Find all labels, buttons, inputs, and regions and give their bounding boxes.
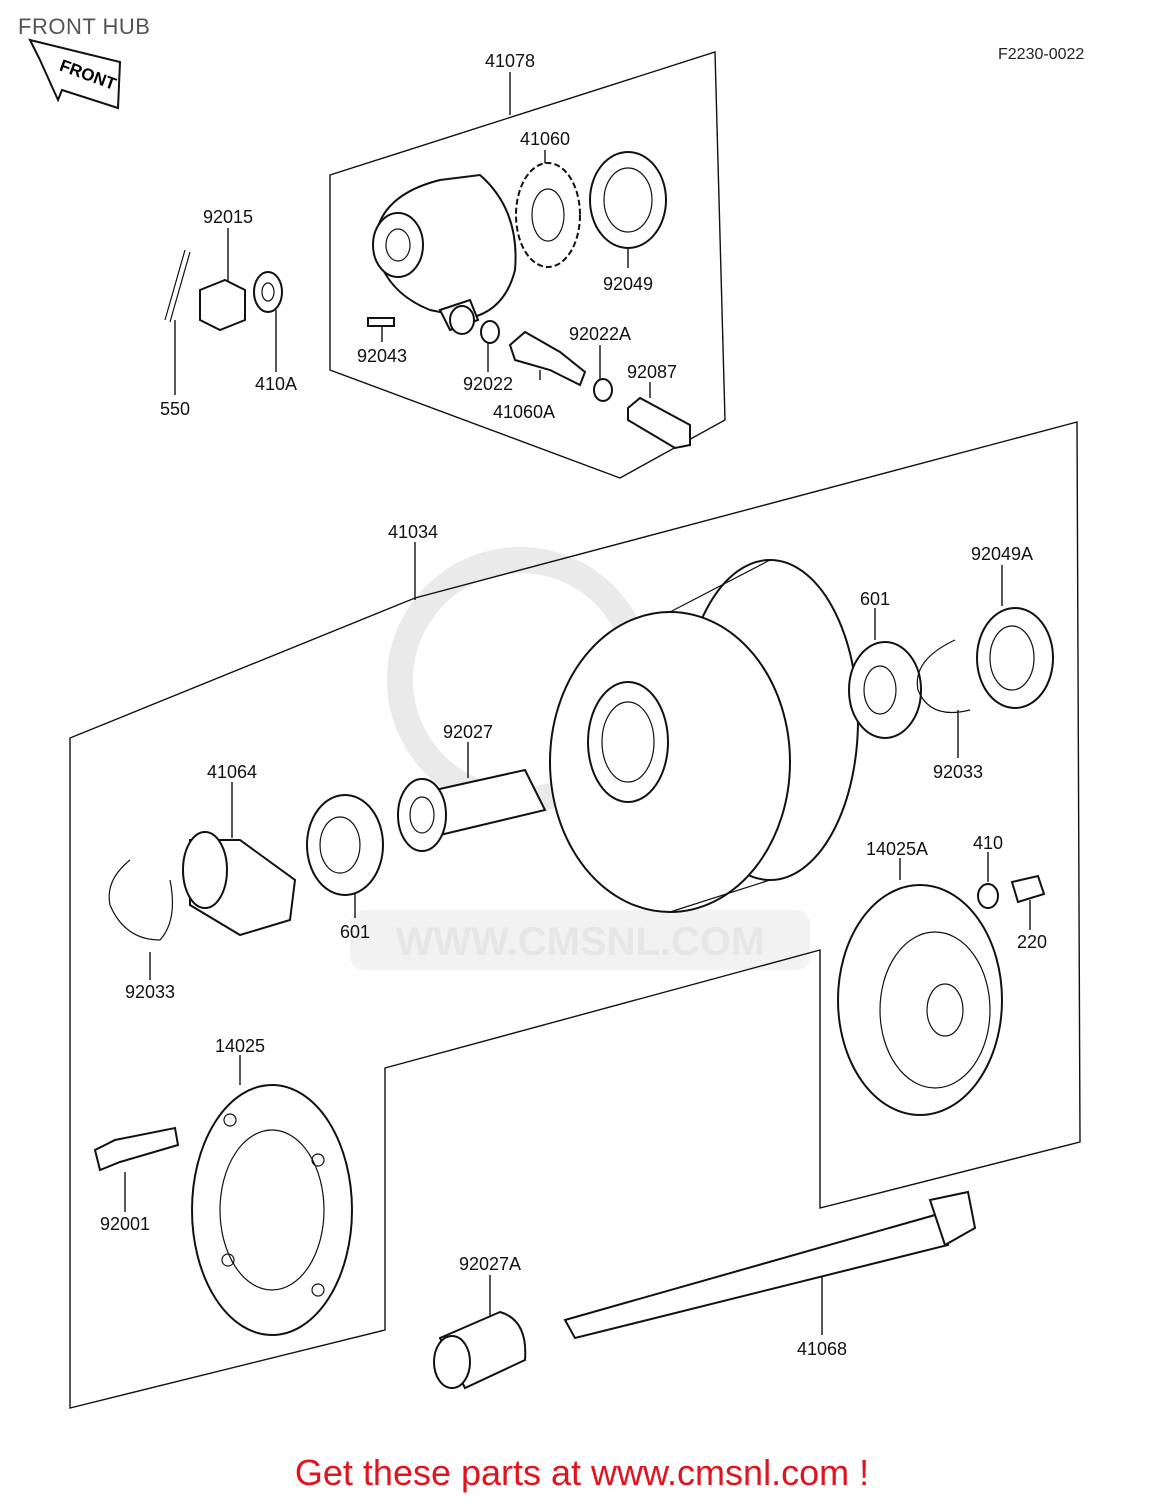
bushing-92087-part: [627, 396, 691, 450]
cotter-pin-550-part: [164, 249, 191, 323]
bearing-601-left-part: [306, 794, 384, 896]
castle-nut-92015-part: [199, 278, 246, 332]
callout-220: 220: [1017, 932, 1047, 952]
callout-14025: 14025: [215, 1036, 265, 1056]
drawing-code: F2230-0022: [998, 46, 1085, 63]
oil-seal-92049A-part: [976, 607, 1054, 709]
callout-410: 410: [973, 833, 1003, 853]
assembly-outline-41078: [329, 51, 726, 479]
pinion-41060A-part: [508, 330, 587, 387]
front-arrow-icon: FRONT: [28, 38, 122, 110]
gear-41060-part: [515, 162, 581, 268]
callout-14025A: 14025A: [866, 839, 928, 859]
callout-410A: 410A: [255, 374, 297, 394]
watermark-text: WWW.CMSNL.COM: [396, 920, 765, 964]
bolt-92001-part: [93, 1126, 180, 1172]
callout-41078: 41078: [485, 51, 535, 71]
callout-92027: 92027: [443, 722, 493, 742]
callout-41060: 41060: [520, 129, 570, 149]
callout-41068: 41068: [797, 1339, 847, 1359]
circlip-92033-left-part: [108, 859, 174, 941]
callout-41034: 41034: [388, 522, 438, 542]
axle-41068-part: [563, 1190, 977, 1340]
washer-92022A-part: [593, 378, 613, 402]
callout-92049: 92049: [603, 274, 653, 294]
circlip-92033-right-part: [916, 639, 971, 714]
callout-92027A: 92027A: [459, 1254, 521, 1274]
callout-92022A: 92022A: [569, 324, 631, 344]
callout-92049A: 92049A: [971, 544, 1033, 564]
page-title: FRONT HUB: [18, 14, 151, 39]
hub-41034-part: [549, 559, 859, 913]
callout-601-right: 601: [860, 589, 890, 609]
callout-92015: 92015: [203, 207, 253, 227]
collar-92027A-part: [433, 1310, 527, 1390]
retainer-41064-part: [182, 831, 297, 937]
callout-labels: 41078 41060 92049 92015 550 410A 92043 9…: [100, 51, 1047, 1359]
spacer-92027-part: [397, 768, 547, 852]
callout-550: 550: [160, 399, 190, 419]
washer-92022-part: [480, 320, 500, 344]
callout-92087: 92087: [627, 362, 677, 382]
washer-410-part: [977, 883, 999, 909]
washer-410A-part: [253, 271, 283, 313]
callout-41064: 41064: [207, 762, 257, 782]
oil-seal-92049-part: [589, 151, 667, 249]
pin-92043-part: [367, 317, 395, 327]
callout-92033-left: 92033: [125, 982, 175, 1002]
exploded-parts-diagram: WWW.CMSNL.COM FRONT: [28, 38, 1081, 1409]
callout-92001: 92001: [100, 1214, 150, 1234]
callout-92022: 92022: [463, 374, 513, 394]
bearing-601-right-part: [848, 641, 922, 739]
bushing-small-part: [449, 305, 475, 335]
callout-92033-right: 92033: [933, 762, 983, 782]
cover-plate-14025-part: [191, 1084, 353, 1336]
callout-601-left: 601: [340, 922, 370, 942]
screw-220-part: [1010, 874, 1046, 904]
callout-41060A: 41060A: [493, 402, 555, 422]
dust-cover-14025A-part: [837, 884, 1003, 1116]
footer-cta-link[interactable]: Get these parts at www.cmsnl.com !: [294, 1452, 870, 1493]
leader-lines: [124, 72, 1031, 1335]
callout-92043: 92043: [357, 346, 407, 366]
assembly-outline-41034: [69, 421, 1081, 1409]
gear-housing-part: [372, 173, 517, 332]
